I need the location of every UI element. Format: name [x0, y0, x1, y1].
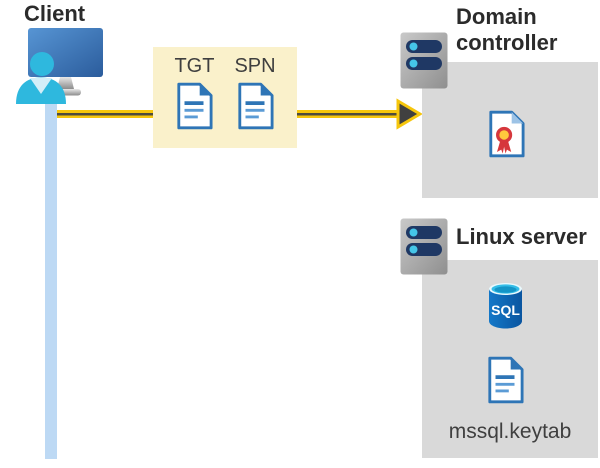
tgt-document-icon — [177, 82, 213, 130]
tgt-ticket: TGT — [174, 55, 214, 148]
spn-document-icon — [238, 82, 274, 130]
linux-server-icon — [400, 218, 448, 275]
sql-database-icon: SQL — [489, 283, 522, 329]
client-title: Client — [24, 1, 86, 26]
keytab-filename-label: mssql.keytab — [448, 420, 572, 443]
certificate-icon — [489, 110, 525, 158]
domain-controller-title: Domain controller — [456, 4, 558, 55]
tgt-label: TGT — [174, 55, 215, 77]
client-person-at-monitor-icon — [16, 28, 103, 104]
request-arrow-head-icon — [396, 98, 422, 130]
spn-ticket: SPN — [234, 55, 276, 148]
keytab-document-icon — [488, 356, 524, 404]
sql-label: SQL — [491, 302, 520, 318]
client-connection-line — [45, 86, 57, 459]
domain-controller-server-icon — [400, 32, 448, 89]
linux-server-title: Linux server — [456, 224, 587, 249]
spn-label: SPN — [234, 55, 276, 77]
ticket-highlight-box: TGT SPN — [153, 47, 297, 148]
